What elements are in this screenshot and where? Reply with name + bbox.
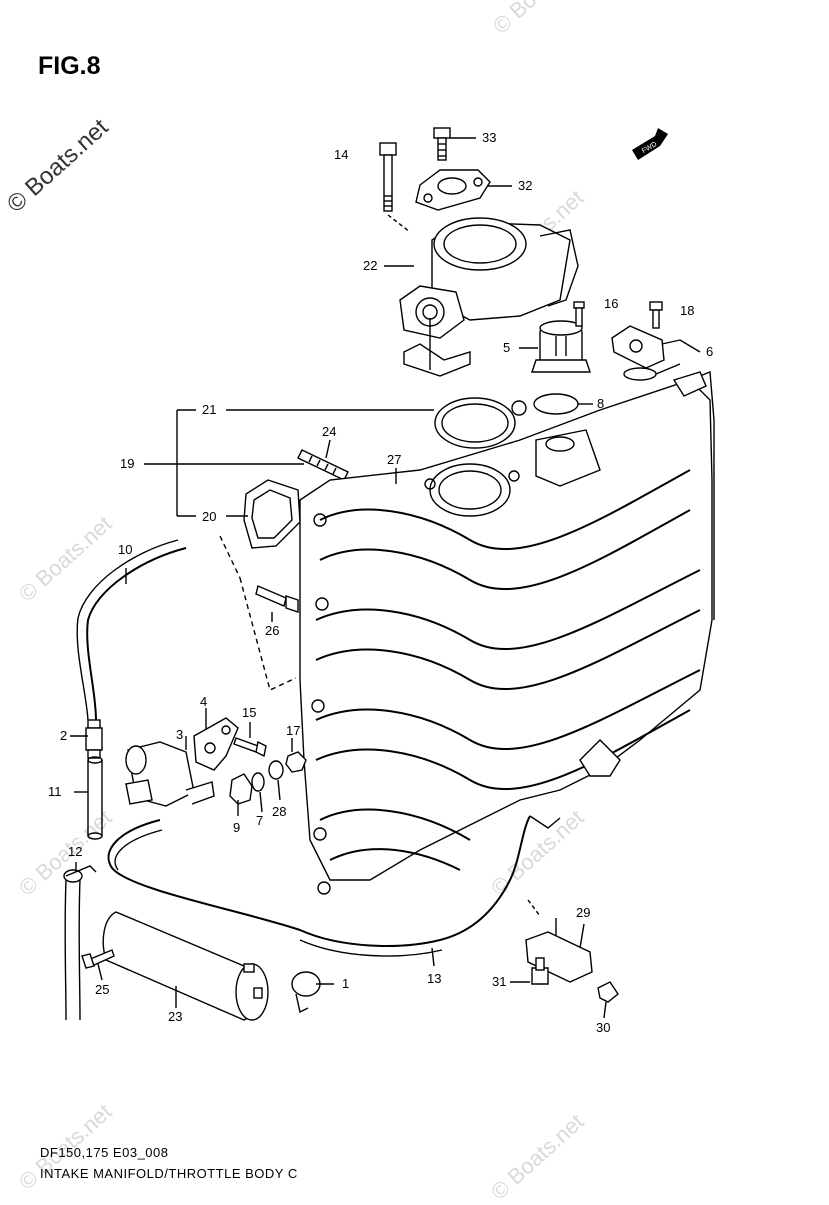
callout-8: 8 (597, 396, 605, 411)
stud-24 (297, 449, 349, 481)
callout-9: 9 (233, 820, 241, 835)
callout-12: 12 (68, 844, 83, 859)
callout-22: 22 (363, 258, 378, 273)
gasket-32 (415, 169, 491, 211)
hose-10 (86, 547, 187, 721)
callout-28: 28 (272, 804, 287, 819)
canister-23 (102, 911, 269, 1021)
callout-29: 29 (576, 905, 591, 920)
callout-1: 1 (342, 976, 350, 991)
hose-13 (107, 815, 531, 947)
callout-24: 24 (322, 424, 337, 439)
intake-manifold (299, 370, 715, 895)
bolt-25 (81, 949, 115, 969)
collar-7 (251, 772, 265, 792)
callout-18: 18 (680, 303, 695, 318)
gasket-ring-21 (434, 397, 527, 449)
bolt-26 (255, 585, 299, 613)
callout-27: 27 (387, 452, 402, 467)
fwd-arrow-icon: FWD (632, 128, 668, 160)
callout-20: 20 (202, 509, 217, 524)
callout-31: 31 (492, 974, 507, 989)
gasket-20 (243, 479, 301, 549)
bolt-33 (433, 127, 451, 161)
callout-15: 15 (242, 705, 257, 720)
leader-lines (70, 137, 701, 1019)
callout-17: 17 (286, 723, 301, 738)
callout-19: 19 (120, 456, 135, 471)
diagram-caption: INTAKE MANIFOLD/THROTTLE BODY C (40, 1166, 298, 1181)
callout-30: 30 (596, 1020, 611, 1035)
hose-12 (63, 865, 97, 1021)
callout-11: 11 (48, 784, 62, 799)
callout-4: 4 (200, 694, 208, 709)
solenoid-valve-3 (125, 741, 215, 807)
callout-3: 3 (176, 727, 184, 742)
nut-17 (285, 751, 307, 773)
callout-13: 13 (427, 971, 442, 986)
grommet-9 (229, 773, 253, 805)
callout-33: 33 (482, 130, 497, 145)
map-sensor-6 (611, 325, 665, 381)
bolt-14 (379, 142, 411, 233)
callout-26: 26 (265, 623, 280, 638)
callout-14: 14 (334, 147, 349, 162)
screw-18 (649, 301, 663, 329)
callout-25: 25 (95, 982, 110, 997)
clamp-1 (291, 971, 321, 1014)
callout-6: 6 (706, 344, 714, 359)
callout-2: 2 (60, 728, 68, 743)
bracket-4 (193, 717, 239, 771)
joint-2 (85, 719, 103, 759)
callout-10: 10 (118, 542, 133, 557)
washer-28 (268, 760, 284, 780)
callout-7: 7 (256, 813, 264, 828)
bolt-15 (233, 737, 267, 758)
screw-16 (573, 301, 585, 327)
hose-11 (87, 756, 103, 840)
callout-16: 16 (604, 296, 619, 311)
bracket-29 (525, 899, 593, 983)
callout-23: 23 (168, 1009, 183, 1024)
iac-valve-5 (531, 320, 591, 373)
callout-32: 32 (518, 178, 533, 193)
clip-30 (597, 981, 619, 1003)
figure-title: FIG.8 (38, 52, 101, 80)
callout-5: 5 (503, 340, 511, 355)
o-ring-8 (533, 393, 579, 415)
callout-21: 21 (202, 402, 217, 417)
bolt-31 (531, 957, 549, 985)
throttle-body-22 (399, 217, 579, 377)
diagram-code: DF150,175 E03_008 (40, 1145, 169, 1160)
